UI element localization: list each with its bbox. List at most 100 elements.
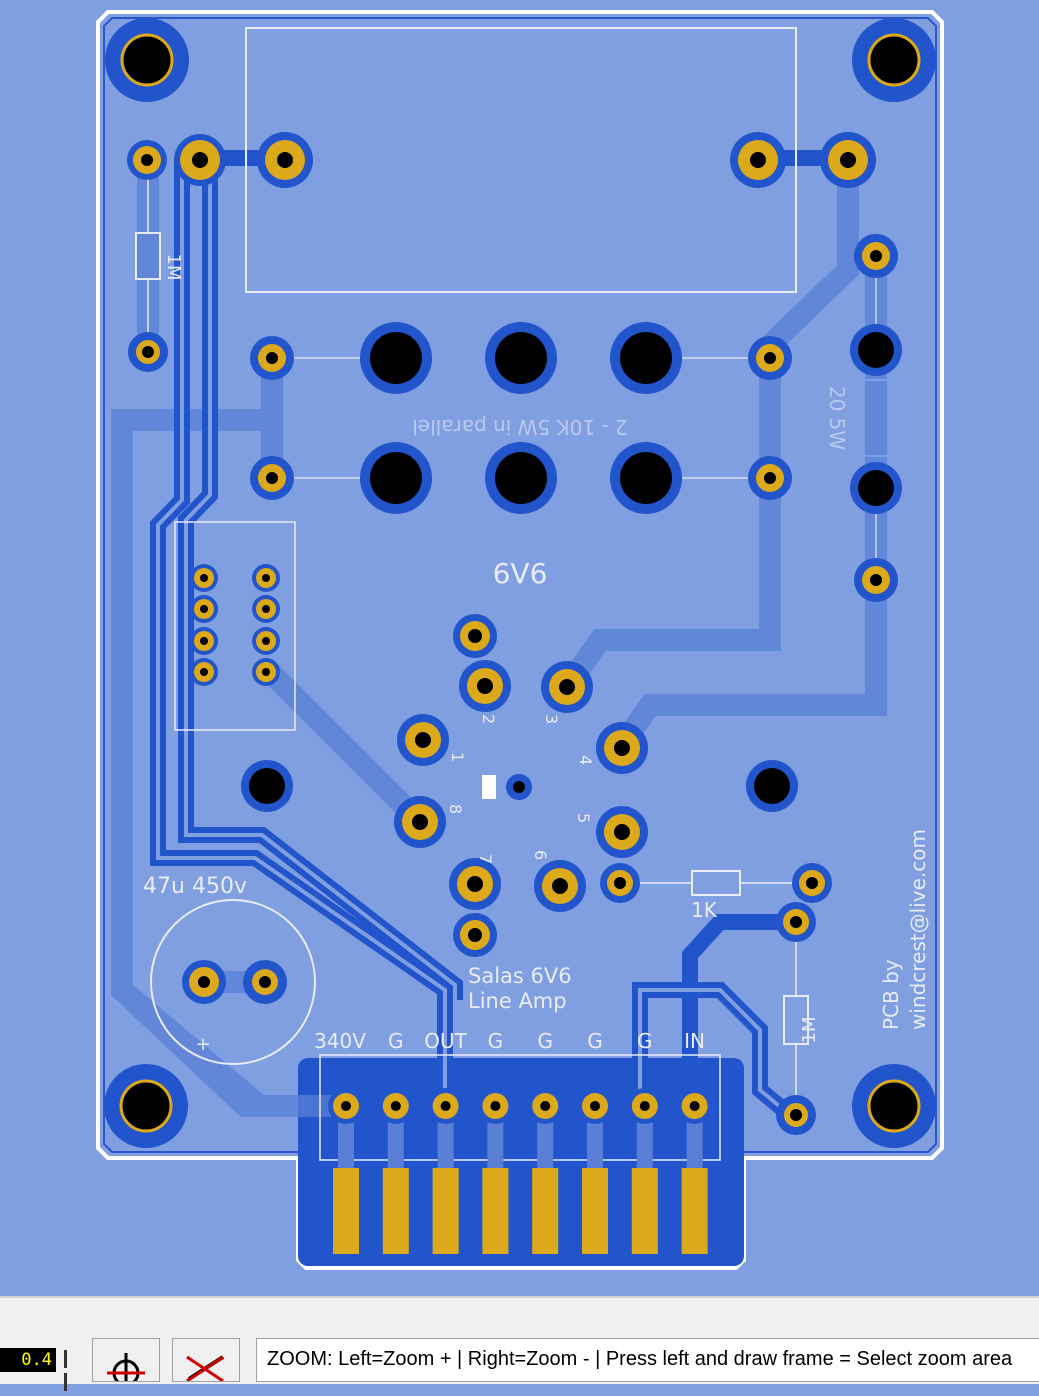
edge-label-7: G xyxy=(637,1029,653,1053)
pin-label-8: 8 xyxy=(446,804,465,814)
pad-tube-pin5-drill xyxy=(614,824,630,840)
ic-socket-outline xyxy=(174,521,296,731)
crosshair-icon xyxy=(107,1353,145,1387)
edge-label-5: G xyxy=(537,1029,553,1053)
pad-1k-a-drill xyxy=(614,877,626,889)
edge-finger-4 xyxy=(482,1168,509,1254)
pad-transformer-1-drill xyxy=(192,152,208,168)
pad-cap-neg-drill xyxy=(198,976,210,988)
large-hole-6 xyxy=(620,452,672,504)
pad-tube-pin7-drill xyxy=(467,876,483,892)
edge-label-6: G xyxy=(587,1029,603,1053)
edge-pad-1-drill xyxy=(341,1101,351,1111)
grip-icon xyxy=(64,1350,72,1391)
cancel-icon xyxy=(186,1355,225,1383)
pad-tube-pin8-drill xyxy=(412,814,428,830)
socket-pad-5-drill xyxy=(262,574,270,582)
socket-pad-7-drill xyxy=(262,637,270,645)
edge-label-outline xyxy=(319,1054,721,1161)
mount-hole-bl-drill xyxy=(119,1079,173,1133)
pad-tube-pin2-drill xyxy=(477,678,493,694)
large-hole-2 xyxy=(495,332,547,384)
tube-key-marker xyxy=(482,775,496,799)
zoom-value: 0.4 xyxy=(0,1348,56,1372)
edge-pad-3-drill xyxy=(440,1101,451,1111)
board-outline xyxy=(96,10,944,1270)
pad-tube-pin4-drill xyxy=(614,740,630,756)
large-hole-1 xyxy=(370,332,422,384)
pad-transformer-3-drill xyxy=(750,152,766,168)
pad-transformer-4-drill xyxy=(840,152,856,168)
pin-label-3: 3 xyxy=(542,714,561,724)
socket-pad-6-drill xyxy=(262,605,270,613)
pad-load-c-drill xyxy=(764,352,776,364)
edge-finger-6 xyxy=(582,1168,608,1254)
sense-resistor-label: 20 5W xyxy=(825,386,849,451)
edge-label-2: G xyxy=(388,1029,404,1053)
status-message: ZOOM: Left=Zoom + | Right=Zoom - | Press… xyxy=(256,1338,1039,1382)
edge-pad-7-drill xyxy=(639,1101,650,1111)
edge-finger-5 xyxy=(532,1168,559,1254)
cap-outline xyxy=(150,899,316,1065)
pad-1m-bottom-a-drill xyxy=(790,916,802,928)
credit-line1: PCB by xyxy=(879,959,903,1030)
edge-pad-5-drill xyxy=(540,1101,551,1111)
edge-fingers-layer xyxy=(328,1088,713,1254)
large-hole-8 xyxy=(754,768,790,804)
socket-pad-8-drill xyxy=(262,668,270,676)
edge-connector-copper xyxy=(298,1058,744,1266)
pad-load-a-drill xyxy=(266,352,278,364)
pad-1k-b-drill xyxy=(806,877,818,889)
title-line2: Line Amp xyxy=(468,989,567,1013)
cancel-tool-button[interactable] xyxy=(172,1338,240,1383)
res-1m-bottom-label: 1M xyxy=(799,1017,820,1044)
edge-pad-2-drill xyxy=(390,1101,401,1111)
pad-res-top-b-drill xyxy=(142,346,154,358)
pad-transformer-2-drill xyxy=(277,152,293,168)
edge-pad-4-drill xyxy=(490,1101,501,1111)
mount-hole-tr-drill xyxy=(867,33,921,87)
socket-pad-4-drill xyxy=(200,668,208,676)
pin-label-6: 6 xyxy=(531,850,550,860)
pad-tube-pin1-drill xyxy=(415,732,431,748)
pad-load-b-drill xyxy=(266,472,278,484)
edge-label-1: 340V xyxy=(314,1029,366,1053)
pin-label-7: 7 xyxy=(476,854,495,864)
large-hole-10 xyxy=(858,470,894,506)
large-hole-3 xyxy=(620,332,672,384)
socket-pad-2-drill xyxy=(200,605,208,613)
pad-1m-bottom-b-drill xyxy=(790,1109,802,1121)
pad-res-top-a-drill xyxy=(141,154,153,166)
tube-center-hole xyxy=(513,781,525,793)
pad-sense-d-drill xyxy=(870,574,882,586)
edge-label-8: IN xyxy=(684,1029,705,1053)
edge-pad-6-drill xyxy=(590,1101,600,1111)
edge-finger-8 xyxy=(681,1168,708,1254)
transformer-outline xyxy=(245,27,797,293)
resistor-note: 2 - 10K 5W in parallel xyxy=(412,415,627,439)
res-1m-top-label: 1M xyxy=(163,254,184,281)
crosshair-tool-button[interactable] xyxy=(92,1338,160,1387)
cap-plus: + xyxy=(195,1034,210,1055)
tube-label: 6V6 xyxy=(493,557,548,590)
large-hole-4 xyxy=(370,452,422,504)
pad-load-d-drill xyxy=(764,472,776,484)
pcb-canvas[interactable]: 6V6 2 - 10K 5W in parallel 20 5W 47u 450… xyxy=(0,0,1039,1296)
pin-label-5: 5 xyxy=(574,813,593,823)
edge-finger-1 xyxy=(333,1168,359,1254)
pad-tube-extra-a-drill xyxy=(468,629,482,643)
pad-tube-pin3-drill xyxy=(559,679,575,695)
mount-hole-br-drill xyxy=(867,1079,921,1133)
large-hole-5 xyxy=(495,452,547,504)
pads-layer xyxy=(127,132,902,1135)
large-hole-7 xyxy=(249,768,285,804)
sense-resistor-outline xyxy=(849,379,903,457)
pin-label-4: 4 xyxy=(576,755,595,765)
edge-pad-8-drill xyxy=(689,1101,700,1111)
edge-finger-7 xyxy=(631,1168,658,1254)
pin-label-2: 2 xyxy=(479,714,498,724)
pcb-drawing: 6V6 2 - 10K 5W in parallel 20 5W 47u 450… xyxy=(96,10,944,1270)
edge-finger-3 xyxy=(432,1168,459,1254)
res-1k-label: 1K xyxy=(691,898,718,922)
